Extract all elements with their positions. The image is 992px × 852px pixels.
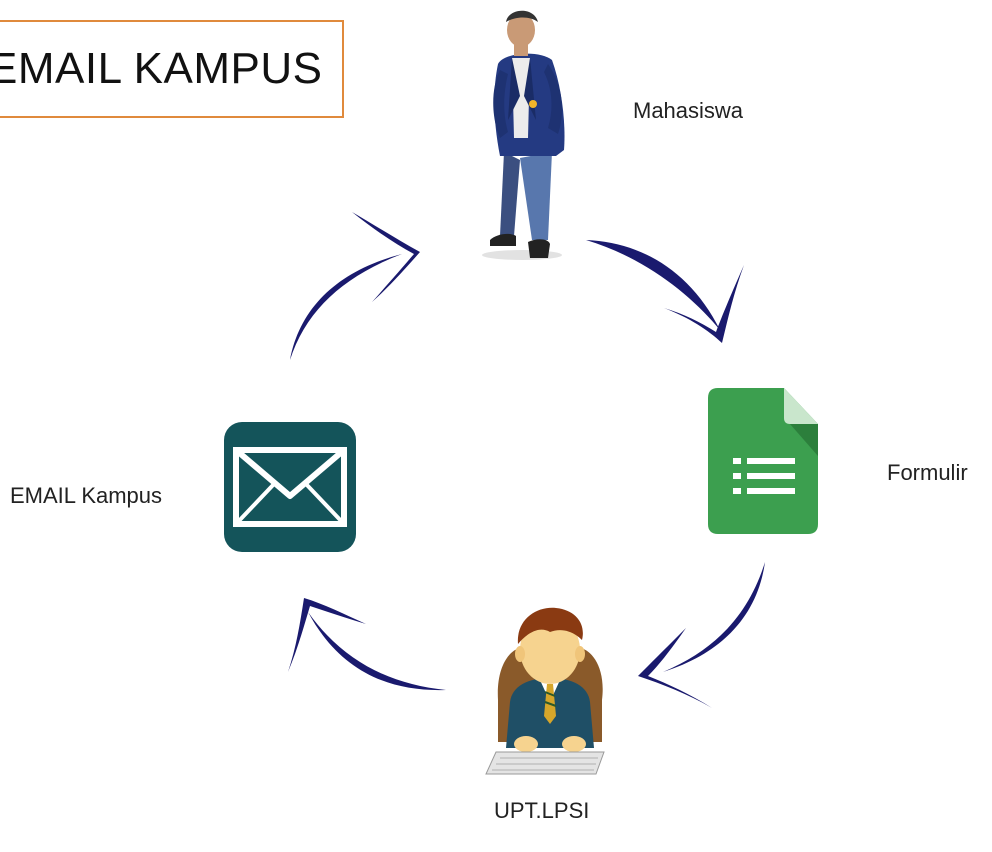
arrow-upt-to-email bbox=[288, 598, 446, 691]
operator-at-keyboard-icon bbox=[485, 607, 605, 775]
label-formulir: Formulir bbox=[887, 460, 968, 485]
diagram-title: EMAIL KAMPUS bbox=[0, 44, 323, 93]
arrow-mahasiswa-to-formulir bbox=[586, 240, 744, 343]
student-person-icon bbox=[482, 10, 565, 260]
form-document-icon bbox=[708, 388, 818, 534]
arrow-formulir-to-upt bbox=[638, 562, 765, 708]
envelope-icon bbox=[224, 422, 356, 552]
title-box: EMAIL KAMPUS bbox=[0, 20, 344, 118]
label-email-kampus: EMAIL Kampus bbox=[10, 483, 163, 508]
label-mahasiswa: Mahasiswa bbox=[633, 98, 744, 123]
arrow-email-to-mahasiswa bbox=[290, 212, 420, 360]
label-upt-lpsi: UPT.LPSI bbox=[494, 798, 590, 823]
